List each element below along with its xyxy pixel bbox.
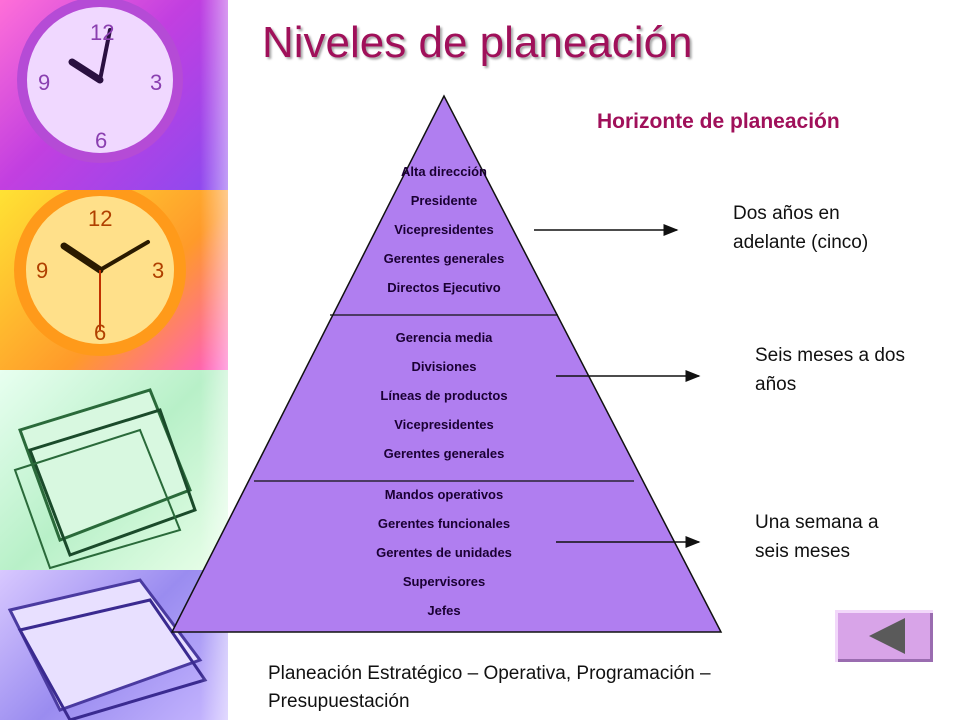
- books-image-green: [0, 370, 228, 570]
- svg-text:9: 9: [38, 70, 50, 95]
- pyramid-level-bottom: Mandos operativos Gerentes funcionales G…: [344, 480, 544, 625]
- level-item: Mandos operativos: [384, 487, 504, 502]
- svg-text:6: 6: [95, 128, 107, 153]
- svg-text:3: 3: [152, 258, 164, 283]
- horizon-bottom: Una semana a seis meses: [755, 508, 879, 566]
- decorative-image-strip: 12 3 6 9 12 3 6 9: [0, 0, 228, 720]
- horizon-line: seis meses: [755, 541, 851, 562]
- level-item: Vicepresidentes: [394, 222, 494, 237]
- svg-text:9: 9: [36, 258, 48, 283]
- planning-horizon-heading: Horizonte de planeación: [597, 110, 840, 133]
- level-item: Gerentes generales: [383, 446, 505, 461]
- back-button[interactable]: [835, 610, 933, 662]
- horizon-line: Seis meses a dos: [755, 345, 905, 366]
- svg-text:12: 12: [90, 20, 114, 45]
- horizon-middle: Seis meses a dos años: [755, 341, 905, 399]
- slide-title: Niveles de planeación: [262, 18, 693, 67]
- triangle-left-icon: [869, 618, 905, 654]
- clock-image-purple: 12 3 6 9: [0, 0, 228, 190]
- horizon-line: Dos años en: [733, 203, 840, 224]
- level-item: Gerentes generales: [383, 251, 505, 266]
- horizon-line: Una semana a: [755, 512, 879, 533]
- level-item: Directos Ejecutivo: [387, 280, 501, 295]
- level-item: Alta dirección: [401, 164, 487, 179]
- level-item: Jefes: [427, 603, 461, 618]
- purple-clock-icon: 12 3 6 9: [17, 0, 183, 163]
- level-item: Supervisores: [402, 574, 486, 589]
- green-books-icon: [13, 388, 197, 570]
- pyramid-shape: [170, 94, 723, 633]
- level-item: Vicepresidentes: [394, 417, 494, 432]
- horizon-line: adelante (cinco): [733, 232, 869, 253]
- pyramid-level-top: Alta dirección Presidente Vicepresidente…: [344, 157, 544, 302]
- level-item: Presidente: [410, 193, 478, 208]
- level-item: Líneas de productos: [380, 388, 508, 403]
- clock-image-yellow: 12 3 6 9: [0, 184, 228, 370]
- level-item: Gerencia media: [395, 330, 493, 345]
- horizon-top: Dos años en adelante (cinco): [733, 199, 868, 257]
- level-item: Gerentes de unidades: [376, 545, 512, 560]
- level-item: Divisiones: [411, 359, 477, 374]
- level-item: Gerentes funcionales: [377, 516, 511, 531]
- horizon-line: años: [755, 374, 797, 395]
- svg-text:3: 3: [150, 70, 162, 95]
- yellow-clock-icon: 12 3 6 9: [14, 184, 186, 356]
- pyramid-level-middle: Gerencia media Divisiones Líneas de prod…: [344, 323, 544, 468]
- svg-text:12: 12: [88, 206, 112, 231]
- svg-text:6: 6: [94, 320, 106, 345]
- slide-footer: Planeación Estratégico – Operativa, Prog…: [268, 663, 711, 712]
